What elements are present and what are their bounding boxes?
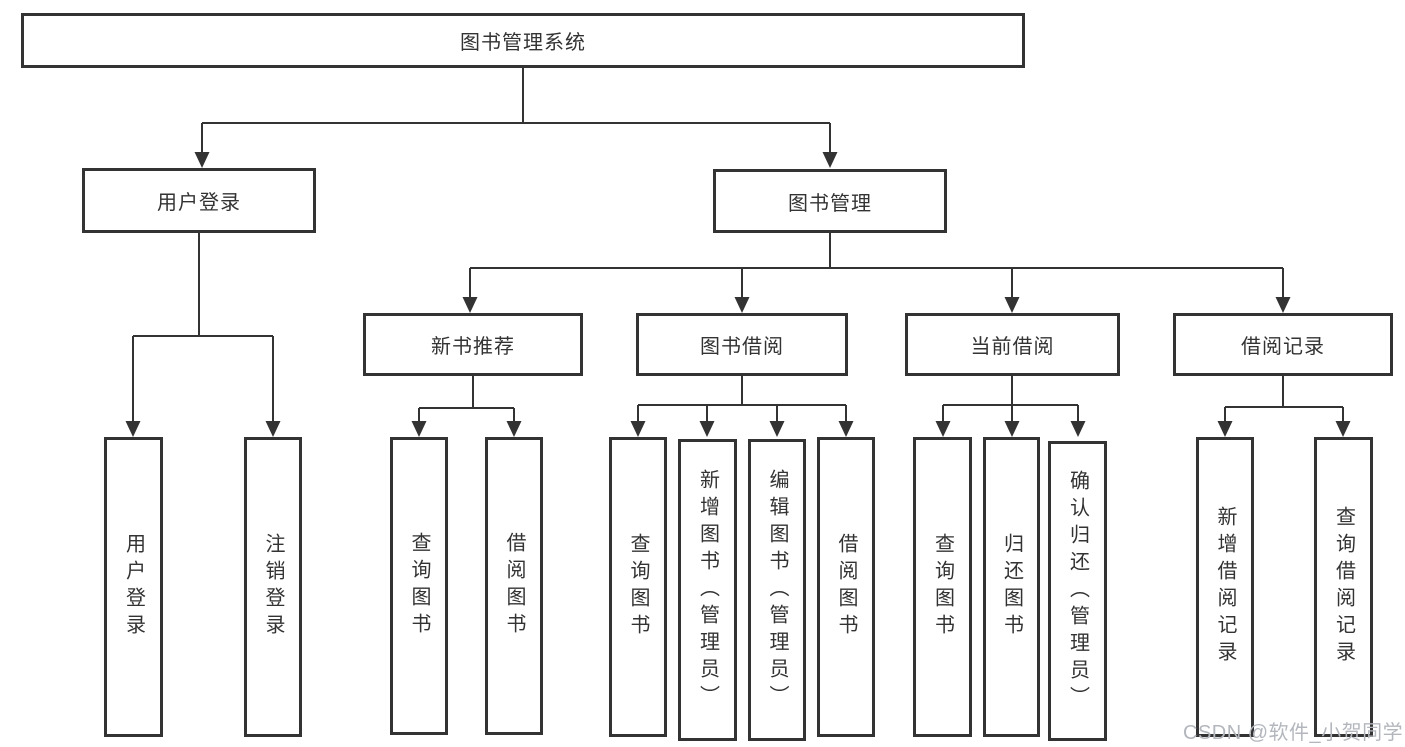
arrow-icon [125, 421, 141, 437]
arrow-icon [1004, 421, 1020, 437]
arrow-icon [734, 297, 750, 313]
leaf-edit-books-admin: 编辑图书（管理员） [748, 439, 806, 741]
leaf-add-books-admin: 新增图书（管理员） [678, 439, 737, 741]
branch-current-borrow [942, 376, 1079, 423]
arrow-icon [1275, 297, 1291, 313]
leaf-query-books-current: 查询图书 [913, 437, 972, 737]
node-current-borrow: 当前借阅 [905, 313, 1120, 376]
arrowheads [125, 152, 1351, 437]
arrow-icon [265, 421, 281, 437]
branch-new-book [418, 376, 515, 423]
arrow-icon [411, 421, 427, 437]
node-root: 图书管理系统 [21, 13, 1025, 68]
arrow-icon [462, 297, 478, 313]
node-book-management: 图书管理 [713, 169, 947, 233]
leaf-borrow-books-recommend: 借阅图书 [485, 437, 543, 735]
arrow-icon [194, 152, 210, 168]
arrow-icon [1070, 421, 1086, 437]
arrow-icon [769, 421, 785, 437]
csdn-watermark: CSDN @软件_小贺同学 [1183, 722, 1404, 744]
arrow-icon [1004, 297, 1020, 313]
leaf-add-borrow-record: 新增借阅记录 [1196, 437, 1254, 737]
branch-book-borrow [637, 376, 847, 423]
leaf-query-borrow-record: 查询借阅记录 [1314, 437, 1373, 737]
arrow-icon [1217, 421, 1233, 437]
arrow-icon [1335, 421, 1351, 437]
arrow-icon [506, 421, 522, 437]
arrow-icon [699, 421, 715, 437]
leaf-confirm-return-admin: 确认归还（管理员） [1048, 441, 1107, 741]
arrow-icon [935, 421, 951, 437]
node-new-book-recommend: 新书推荐 [363, 313, 583, 376]
branch-book-management [469, 233, 1284, 299]
node-book-borrow: 图书借阅 [636, 313, 848, 376]
leaf-logout: 注销登录 [244, 437, 302, 737]
branch-records [1224, 376, 1344, 423]
node-user-login: 用户登录 [82, 168, 316, 233]
leaf-return-books: 归还图书 [983, 437, 1040, 737]
branch-user-login [132, 233, 274, 423]
arrow-icon [630, 421, 646, 437]
leaf-query-books-borrow: 查询图书 [609, 437, 667, 737]
leaf-user-login: 用户登录 [104, 437, 163, 737]
leaf-query-books-recommend: 查询图书 [390, 437, 448, 735]
arrow-icon [822, 152, 838, 168]
branch-root [201, 68, 831, 154]
node-borrow-records: 借阅记录 [1173, 313, 1393, 376]
leaf-borrow-books: 借阅图书 [817, 437, 875, 737]
arrow-icon [838, 421, 854, 437]
